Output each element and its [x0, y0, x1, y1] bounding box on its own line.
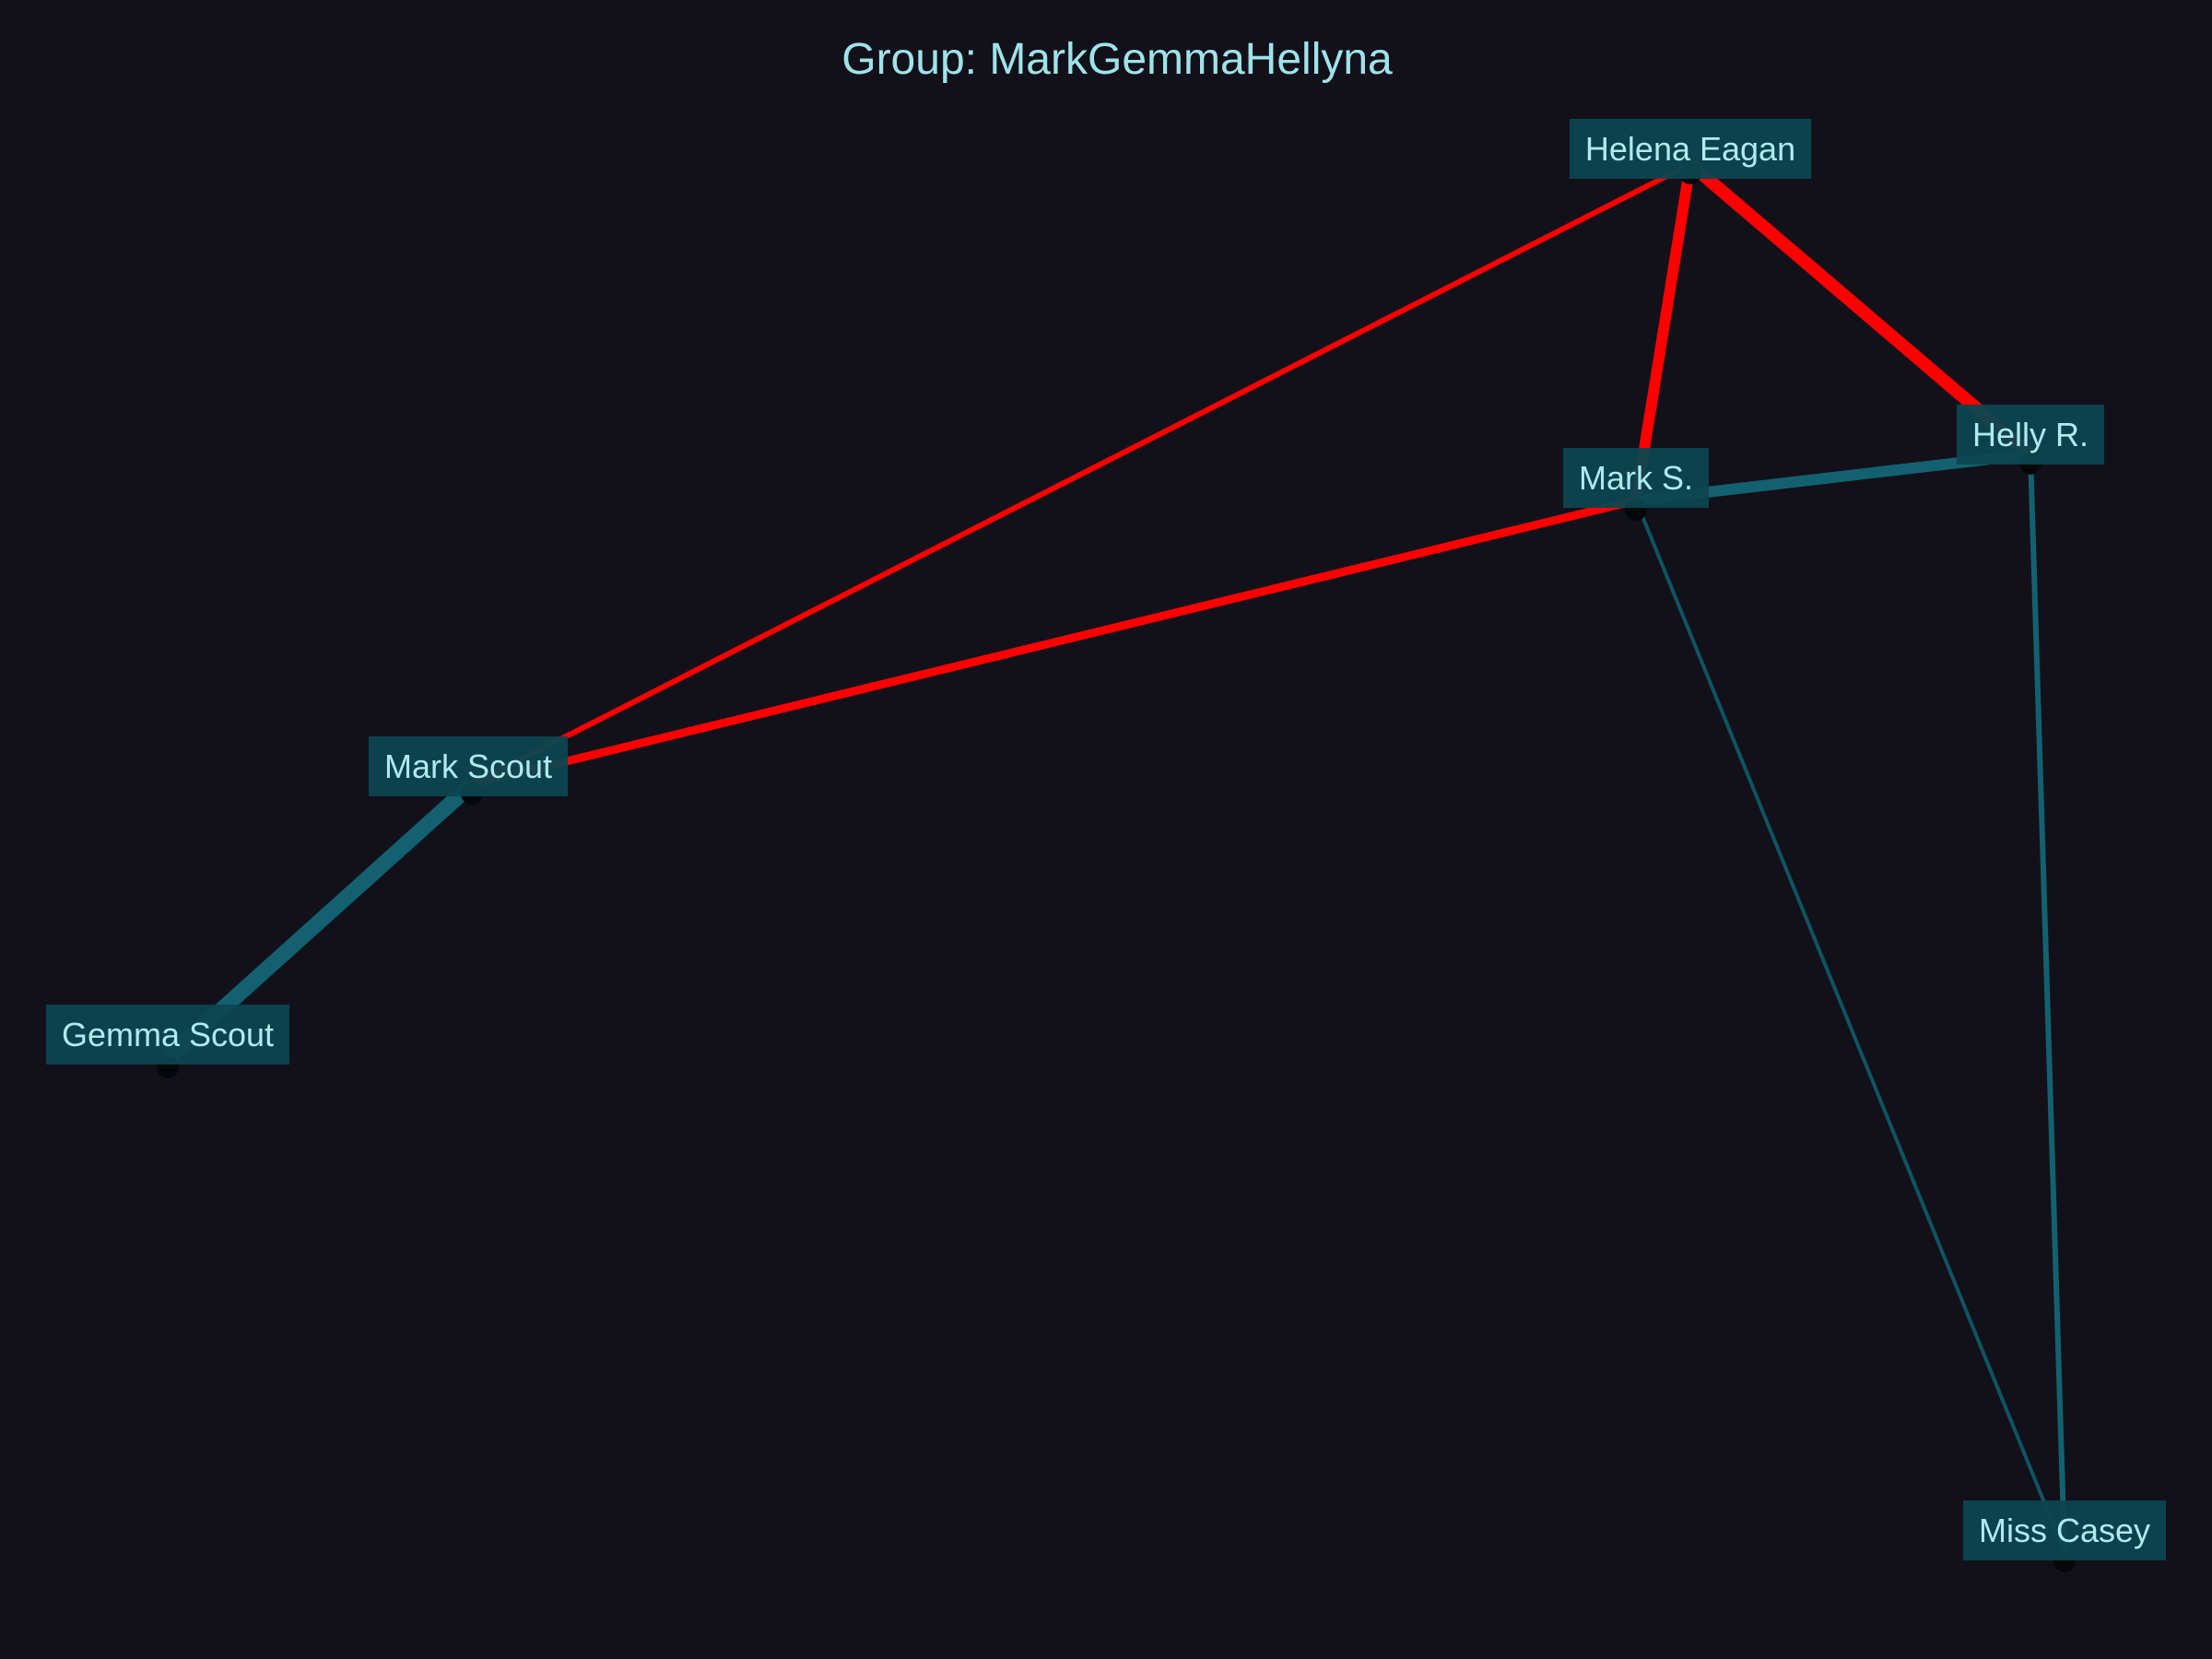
node-label-box [45, 1005, 290, 1065]
edges-layer [162, 159, 2067, 1553]
edge-marks-casey [1634, 500, 2066, 1553]
node-label: Helena Eagan [1585, 130, 1795, 168]
edge-marks-markscout [470, 496, 1638, 789]
node-label-box [1569, 119, 1812, 179]
node-helly[interactable]: Helly R. [1956, 405, 2105, 475]
node-label-box [1562, 448, 1710, 508]
node-label: Helly R. [1972, 416, 2088, 453]
node-label-box [368, 736, 569, 796]
node-label: Gemma Scout [62, 1016, 274, 1053]
edge-helena-marks [1630, 163, 1696, 501]
node-label-box [1962, 1500, 2167, 1560]
node-markscout[interactable]: Mark Scout [368, 736, 569, 805]
node-helena[interactable]: Helena Eagan [1569, 119, 1812, 184]
node-label-box [1956, 405, 2105, 465]
node-gemma[interactable]: Gemma Scout [45, 1005, 290, 1078]
graph-title: Group: MarkGemmaHellyna [841, 35, 1393, 84]
node-label: Miss Casey [1979, 1512, 2150, 1549]
node-label: Mark Scout [384, 747, 552, 785]
edge-helly-casey [2028, 453, 2067, 1553]
node-casey[interactable]: Miss Casey [1962, 1500, 2167, 1572]
node-label: Mark S. [1579, 459, 1693, 497]
node-marks[interactable]: Mark S. [1562, 448, 1710, 521]
edge-helena-markscout [470, 161, 1692, 787]
